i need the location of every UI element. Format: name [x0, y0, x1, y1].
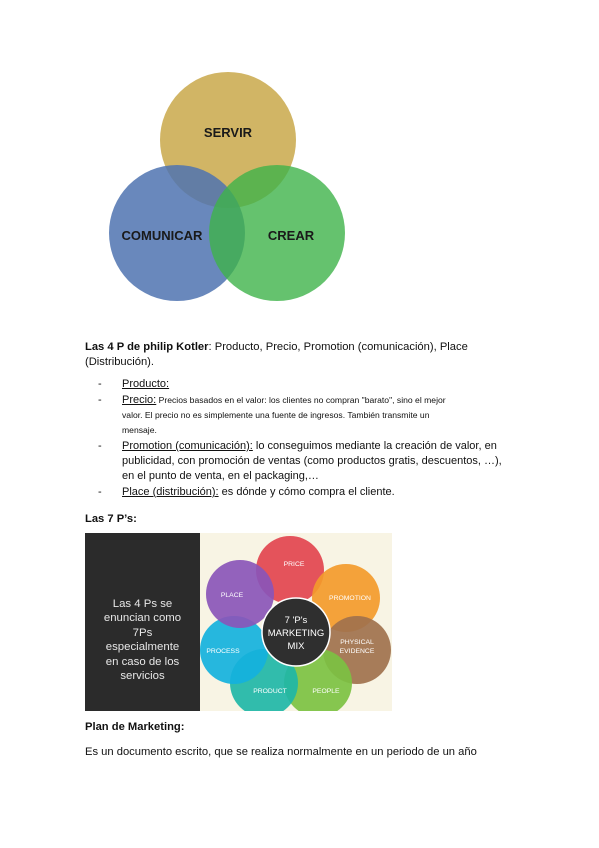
venn-svg: SERVIR COMUNICAR CREAR: [109, 72, 345, 301]
dark-text-line: especialmente: [105, 641, 180, 654]
petal-label: PHYSICAL: [340, 639, 374, 646]
petal-label: EVIDENCE: [340, 648, 375, 655]
petal-label: PROCESS: [206, 648, 240, 655]
list-term: Precio:: [122, 394, 157, 406]
flower-center: [261, 597, 331, 667]
list-term: Place (distribución):: [122, 486, 219, 498]
intro-heading: Las 4 P de philip Kotler: [85, 341, 209, 353]
petal-label: PLACE: [221, 592, 244, 599]
list-dash: -: [98, 440, 102, 452]
list-text: Precios basados en el valor: los cliente…: [156, 395, 446, 405]
petal-label: PRODUCT: [253, 688, 287, 695]
list-dash: -: [98, 394, 102, 406]
list-dash: -: [98, 378, 102, 390]
center-line-3: MIX: [288, 641, 306, 652]
sevenp-dark-text: Las 4 Ps se enuncian como 7Ps especialme…: [89, 597, 196, 683]
dark-text-line: servicios: [120, 670, 165, 683]
dark-text-line: Las 4 Ps se: [112, 598, 173, 610]
intro-line2: (Distribución).: [85, 356, 155, 368]
sevenp-heading: Las 7 P’s:: [85, 513, 137, 525]
petal-label: PRICE: [284, 561, 305, 568]
flower-svg: PRICE PROMOTION PHYSICAL EVIDENCE PEOPLE…: [200, 536, 391, 711]
list-item-producto: - Producto:: [98, 377, 508, 392]
venn-label-comunicar: COMUNICAR: [122, 228, 203, 243]
list-dash: -: [98, 486, 102, 498]
dark-text-line: 7Ps: [132, 626, 153, 639]
dark-text-line: en caso de los: [105, 655, 180, 668]
sevenp-dark-panel: Las 4 Ps se enuncian como 7Ps especialme…: [85, 533, 200, 711]
list-term: Promotion (comunicación):: [122, 440, 253, 452]
venn-circle-comunicar: [109, 165, 245, 301]
list-item-precio: - Precio: Precios basados en el valor: l…: [98, 393, 508, 438]
list-text: es dónde y cómo compra el cliente.: [218, 486, 395, 498]
center-line-1: 7 'P's: [285, 615, 308, 626]
venn-label-servir: SERVIR: [204, 125, 253, 140]
plan-body: Es un documento escrito, que se realiza …: [85, 746, 477, 758]
plan-heading: Plan de Marketing:: [85, 721, 185, 733]
list-text: valor. El precio no es simplemente una f…: [122, 410, 430, 420]
list-term: Producto:: [122, 378, 170, 390]
petal-label: PEOPLE: [312, 688, 340, 695]
venn-label-crear: CREAR: [268, 228, 315, 243]
list-item-place: - Place (distribución): es dónde y cómo …: [98, 485, 508, 500]
dark-text-line: enuncian como: [103, 612, 182, 625]
center-line-2: MARKETING: [268, 628, 324, 639]
petal-label: PROMOTION: [329, 595, 371, 602]
petal-place: [206, 560, 274, 628]
list-text: publicidad, con promoción de ventas (com…: [122, 455, 502, 467]
petal-process: [200, 616, 268, 684]
list-text: en el punto de venta, en el packaging,…: [122, 470, 319, 482]
list-text: mensaje.: [122, 425, 157, 435]
list-text: lo conseguimos mediante la creación de v…: [252, 440, 497, 452]
venn-circle-crear: [209, 165, 345, 301]
list-item-promotion: - Promotion (comunicación): lo conseguim…: [98, 439, 508, 484]
four-p-list: - Producto: - Precio: Precios basados en…: [98, 377, 508, 501]
venn-diagram: SERVIR COMUNICAR CREAR: [100, 70, 360, 310]
intro-line1: : Producto, Precio, Promotion (comunicac…: [208, 341, 468, 353]
sevenp-flower: PRICE PROMOTION PHYSICAL EVIDENCE PEOPLE…: [200, 533, 392, 711]
petal-promotion: [312, 564, 380, 632]
intro-paragraph: Las 4 P de philip Kotler: Producto, Prec…: [85, 340, 515, 370]
sevenp-image: Las 4 Ps se enuncian como 7Ps especialme…: [85, 533, 392, 711]
